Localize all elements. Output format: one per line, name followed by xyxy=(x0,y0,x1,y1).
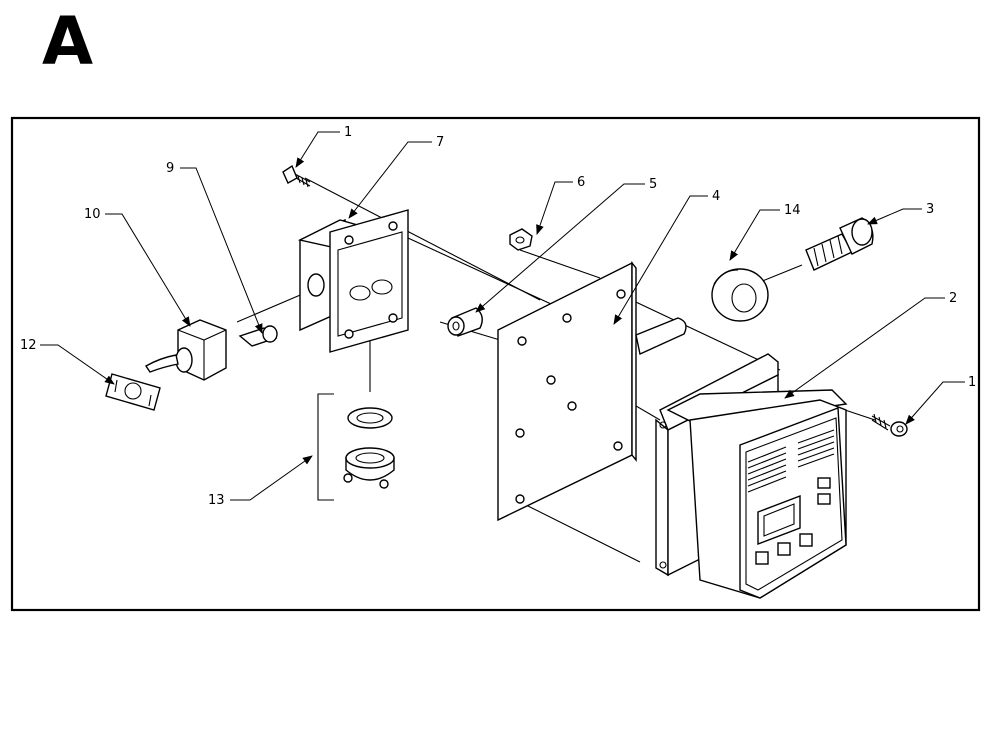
mounting-plate-part-4 xyxy=(497,261,687,522)
pin-part-9 xyxy=(238,325,278,347)
screw-right-part-1 xyxy=(871,413,908,437)
callout-10: 10 xyxy=(84,207,101,222)
toggle-switch-part-10 xyxy=(145,319,227,381)
callout-1-right: 1 xyxy=(968,375,976,390)
washer-part-14 xyxy=(711,268,769,322)
controller-part-2 xyxy=(655,353,848,599)
callout-4: 4 xyxy=(712,189,720,204)
callout-5: 5 xyxy=(649,177,657,192)
callout-6: 6 xyxy=(577,175,585,190)
junction-box-part-7 xyxy=(297,209,409,353)
callout-14: 14 xyxy=(784,203,801,218)
section-letter: A xyxy=(42,3,94,80)
fitting-part-13 xyxy=(317,393,395,501)
callout-12: 12 xyxy=(20,338,37,353)
hose-fitting-part-3 xyxy=(805,217,874,271)
callout-labels: 1 7 9 10 12 6 5 4 14 3 2 1 13 xyxy=(20,125,976,508)
nut-part-6 xyxy=(509,228,533,251)
callout-2: 2 xyxy=(949,291,957,306)
callout-9: 9 xyxy=(166,161,174,176)
callout-3: 3 xyxy=(926,202,934,217)
callout-1-top: 1 xyxy=(344,125,352,140)
sleeve-part-5 xyxy=(447,307,483,337)
screw-top-part-1 xyxy=(282,164,311,188)
label-plate-part-12 xyxy=(105,373,161,411)
leader-lines xyxy=(40,131,965,501)
callout-7: 7 xyxy=(436,135,444,150)
diagram-frame xyxy=(10,116,981,612)
callout-13: 13 xyxy=(208,493,225,508)
